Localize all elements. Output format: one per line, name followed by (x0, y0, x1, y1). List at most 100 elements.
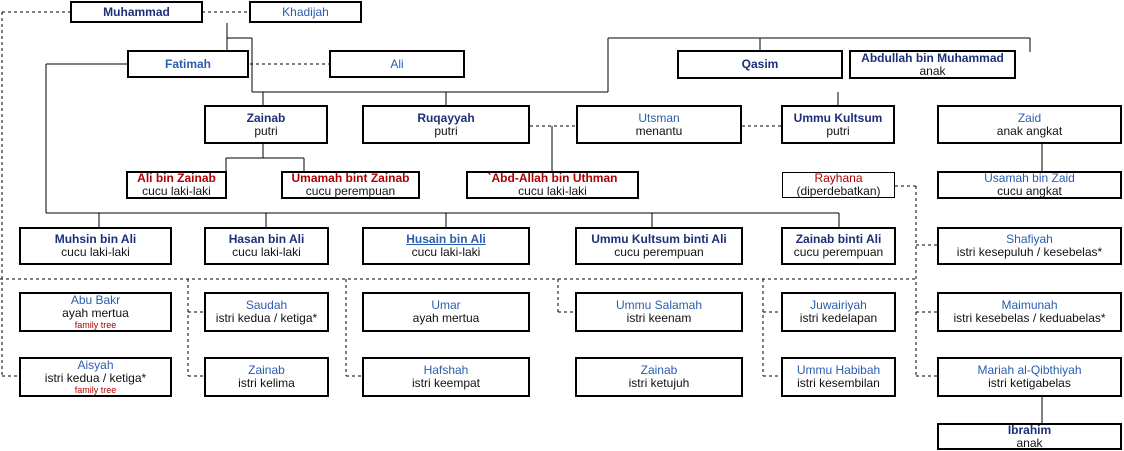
node-role: istri kesebelas / keduabelas* (953, 311, 1106, 325)
node-hafshah[interactable]: Hafshah istri keempat (362, 357, 530, 397)
node-name[interactable]: Abu Bakr (70, 293, 121, 307)
node-name[interactable]: Hasan bin Ali (228, 232, 305, 246)
node-name[interactable]: Umar (431, 298, 461, 312)
node-name[interactable]: Utsman (638, 110, 680, 125)
node-name[interactable]: Saudah (245, 298, 288, 312)
node-khadijah[interactable]: Khadijah (249, 1, 362, 23)
node-abd-allah-uthman[interactable]: `Abd-Allah bin Uthman cucu laki-laki (466, 171, 639, 199)
node-ali-bin-zainab[interactable]: Ali bin Zainab cucu laki-laki (126, 171, 227, 199)
node-maimunah[interactable]: Maimunah istri kesebelas / keduabelas* (937, 292, 1122, 332)
node-hasan[interactable]: Hasan bin Ali cucu laki-laki (204, 227, 329, 265)
node-role: menantu (635, 123, 683, 138)
node-role: istri kesembilan (797, 376, 880, 390)
node-name[interactable]: Zainab binti Ali (795, 232, 882, 246)
node-name[interactable]: Shafiyah (1006, 232, 1053, 246)
node-zainab-ali[interactable]: Zainab binti Ali cucu perempuan (781, 227, 896, 265)
node-name[interactable]: Usamah bin Zaid (984, 171, 1075, 185)
node-zainab-wife[interactable]: Zainab istri kelima (204, 357, 329, 397)
node-husain[interactable]: Husain bin Ali cucu laki-laki (362, 227, 530, 265)
node-name[interactable]: Umamah bint Zainab (291, 171, 410, 185)
node-umamah[interactable]: Umamah bint Zainab cucu perempuan (281, 171, 420, 199)
node-abu-bakr[interactable]: Abu Bakr ayah mertua family tree (19, 292, 172, 332)
node-role: putri (254, 123, 278, 138)
node-name: Abdullah bin Muhammad (861, 50, 1004, 65)
node-muhsin[interactable]: Muhsin bin Ali cucu laki-laki (19, 227, 172, 265)
node-name[interactable]: Juwairiyah (810, 298, 867, 312)
node-ali[interactable]: Ali (329, 50, 465, 78)
node-ummu-salamah[interactable]: Ummu Salamah istri keenam (575, 292, 743, 332)
node-name[interactable]: Zainab (640, 363, 678, 377)
node-role: ayah mertua (62, 306, 129, 320)
node-role: cucu perempuan (614, 245, 704, 259)
node-name[interactable]: Ali bin Zainab (137, 171, 216, 185)
node-mariah[interactable]: Mariah al-Qibthiyah istri ketigabelas (937, 357, 1122, 397)
node-name[interactable]: `Abd-Allah bin Uthman (487, 171, 618, 185)
node-qasim[interactable]: Qasim (677, 50, 843, 79)
node-role: cucu laki-laki (142, 184, 211, 198)
node-role: cucu laki-laki (411, 245, 481, 259)
node-role: istri kedua / ketiga* (215, 311, 318, 325)
node-name: Rayhana (814, 171, 863, 185)
node-role: istri kelima (238, 376, 295, 390)
node-role: cucu perempuan (793, 245, 884, 259)
node-juwairiyah[interactable]: Juwairiyah istri kedelapan (781, 292, 896, 332)
node-name[interactable]: Muhsin bin Ali (54, 232, 137, 246)
node-muhammad[interactable]: Muhammad (70, 1, 203, 23)
node-name[interactable]: Husain bin Ali (406, 232, 486, 246)
node-role: istri keenam (626, 311, 692, 325)
node-ummu-kultsum-ali[interactable]: Ummu Kultsum binti Ali cucu perempuan (575, 227, 743, 265)
node-zainab-daughter[interactable]: Zainab putri (204, 105, 328, 144)
node-ruqayyah[interactable]: Ruqayyah putri (362, 105, 530, 144)
node-role: (diperdebatkan) (796, 184, 881, 198)
node-role: ayah mertua (412, 311, 480, 325)
node-name[interactable]: Zaid (1017, 110, 1042, 125)
node-role: istri kedelapan (799, 311, 878, 325)
node-name[interactable]: Zainab (248, 363, 285, 377)
node-name[interactable]: Maimunah (1001, 298, 1058, 312)
node-ummu-habibah[interactable]: Ummu Habibah istri kesembilan (781, 357, 896, 397)
node-aisyah[interactable]: Aisyah istri kedua / ketiga* family tree (19, 357, 172, 397)
node-usamah[interactable]: Usamah bin Zaid cucu angkat (937, 171, 1122, 199)
node-name[interactable]: Ummu Kultsum (793, 110, 883, 125)
node-ibrahim[interactable]: Ibrahim anak (937, 423, 1122, 450)
node-name[interactable]: Zainab (246, 110, 286, 125)
node-saudah[interactable]: Saudah istri kedua / ketiga* (204, 292, 329, 332)
node-name[interactable]: Ali (390, 56, 404, 71)
node-role: putri (434, 123, 458, 138)
node-name[interactable]: Ibrahim (1007, 422, 1052, 437)
node-role: istri keempat (411, 376, 481, 390)
node-name[interactable]: Khadijah (282, 4, 329, 19)
node-zainab-seventh[interactable]: Zainab istri ketujuh (575, 357, 743, 397)
node-zaid[interactable]: Zaid anak angkat (937, 105, 1122, 144)
node-name[interactable]: Fatimah (164, 56, 211, 71)
node-fatimah[interactable]: Fatimah (127, 50, 249, 78)
node-name[interactable]: Mariah al-Qibthiyah (977, 363, 1082, 377)
node-name[interactable]: Hafshah (423, 363, 469, 377)
node-role: cucu laki-laki (232, 245, 301, 259)
node-role: istri ketigabelas (988, 376, 1071, 390)
node-name[interactable]: Ummu Habibah (796, 363, 881, 377)
node-rayhana[interactable]: Rayhana (diperdebatkan) (782, 172, 895, 198)
node-name[interactable]: Aisyah (77, 358, 114, 372)
node-umar[interactable]: Umar ayah mertua (362, 292, 530, 332)
family-tree-link[interactable]: family tree (74, 385, 117, 395)
node-role: anak (1016, 435, 1043, 450)
family-tree-link[interactable]: family tree (74, 320, 117, 330)
node-name: Qasim (741, 57, 779, 71)
node-role: cucu laki-laki (61, 245, 130, 259)
node-name[interactable]: Ruqayyah (417, 110, 475, 125)
node-shafiyah[interactable]: Shafiyah istri kesepuluh / kesebelas* (937, 227, 1122, 265)
node-role: istri kedua / ketiga* (44, 371, 147, 385)
node-role: cucu angkat (997, 184, 1062, 198)
node-name[interactable]: Muhammad (103, 4, 170, 19)
node-role: cucu laki-laki (518, 184, 587, 198)
node-role: cucu perempuan (305, 184, 396, 198)
node-role: putri (826, 123, 850, 138)
node-utsman[interactable]: Utsman menantu (576, 105, 742, 144)
node-name[interactable]: Ummu Salamah (615, 298, 703, 312)
node-abdullah[interactable]: Abdullah bin Muhammad anak (849, 50, 1016, 79)
node-ummu-kultsum[interactable]: Ummu Kultsum putri (781, 105, 895, 144)
node-name[interactable]: Ummu Kultsum binti Ali (591, 232, 727, 246)
